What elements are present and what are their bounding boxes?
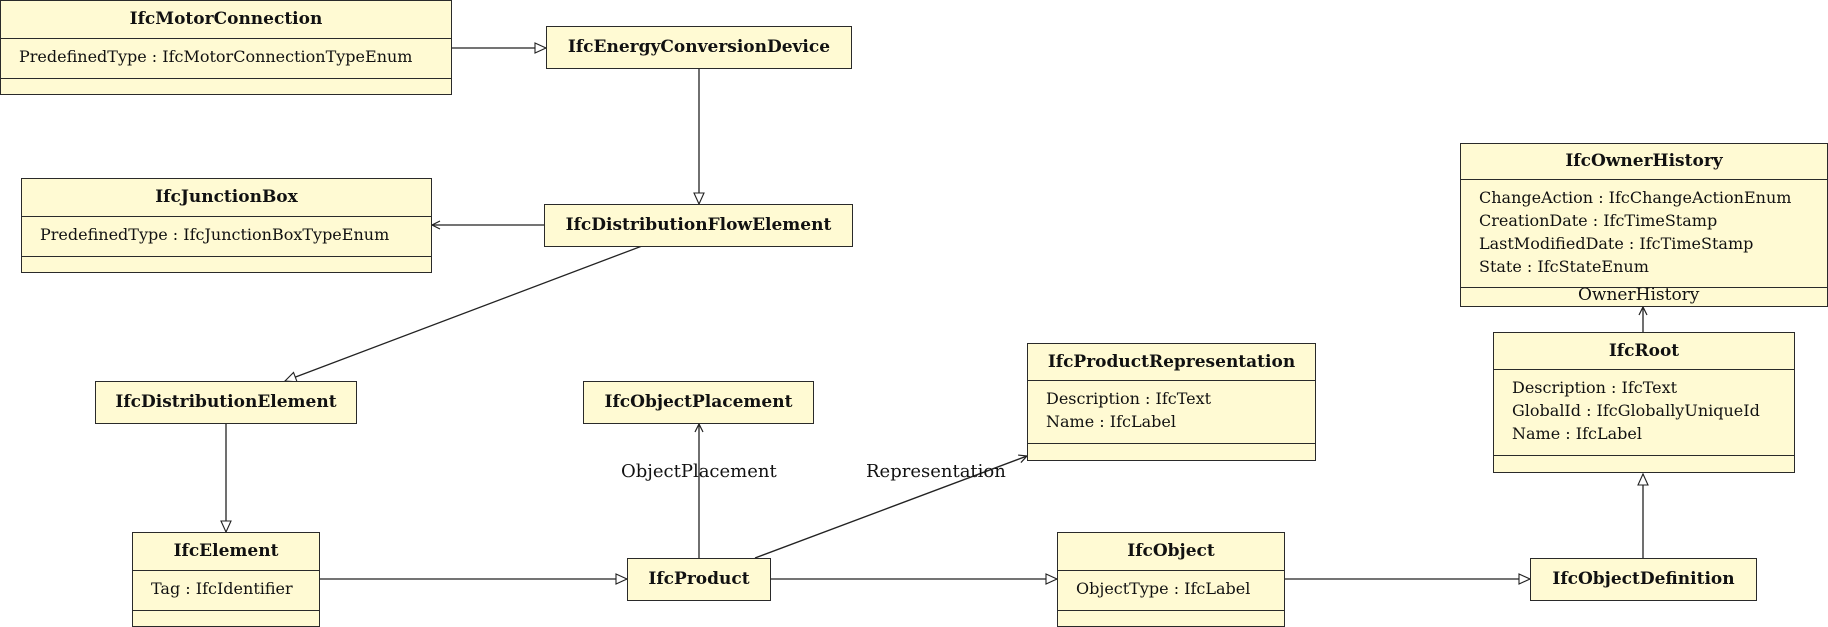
class-name: IfcDistributionElement bbox=[115, 392, 337, 412]
class-ifc-junction-box[interactable]: IfcJunctionBox PredefinedType : IfcJunct… bbox=[21, 178, 432, 273]
attribute: Name : IfcLabel bbox=[1046, 412, 1176, 431]
attribute: CreationDate : IfcTimeStamp bbox=[1479, 211, 1718, 230]
class-name: IfcJunctionBox bbox=[155, 187, 298, 207]
attribute: PredefinedType : IfcJunctionBoxTypeEnum bbox=[40, 225, 390, 244]
edge-product-to-productrepresentation bbox=[754, 454, 1029, 559]
attribute-list: ChangeAction : IfcChangeActionEnum Creat… bbox=[1461, 179, 1827, 287]
class-ifc-owner-history[interactable]: IfcOwnerHistory ChangeAction : IfcChange… bbox=[1460, 143, 1828, 307]
class-name: IfcEnergyConversionDevice bbox=[567, 37, 831, 57]
edge-distributionflowelement-to-distributionelement bbox=[283, 245, 643, 383]
class-ifc-object-placement[interactable]: IfcObjectPlacement bbox=[583, 381, 814, 424]
class-ifc-product-representation[interactable]: IfcProductRepresentation Description : I… bbox=[1027, 343, 1316, 461]
attribute: Tag : IfcIdentifier bbox=[151, 579, 293, 598]
class-name: IfcObject bbox=[1127, 541, 1215, 561]
attribute: ObjectType : IfcLabel bbox=[1076, 579, 1251, 598]
class-ifc-energy-conversion-device[interactable]: IfcEnergyConversionDevice bbox=[546, 26, 852, 69]
attribute-list: PredefinedType : IfcJunctionBoxTypeEnum bbox=[22, 216, 431, 256]
class-name: IfcProductRepresentation bbox=[1047, 352, 1296, 372]
class-name: IfcOwnerHistory bbox=[1565, 151, 1723, 171]
attribute-list: Description : IfcText Name : IfcLabel bbox=[1028, 380, 1315, 443]
attribute: GlobalId : IfcGloballyUniqueId bbox=[1512, 401, 1760, 420]
attribute: LastModifiedDate : IfcTimeStamp bbox=[1479, 234, 1754, 253]
operation-compartment bbox=[133, 610, 319, 627]
attribute: Name : IfcLabel bbox=[1512, 424, 1642, 443]
class-name: IfcMotorConnection bbox=[129, 9, 323, 29]
class-ifc-distribution-flow-element[interactable]: IfcDistributionFlowElement bbox=[544, 204, 853, 247]
class-name: IfcProduct bbox=[648, 569, 750, 589]
class-name: IfcElement bbox=[173, 541, 279, 561]
attribute: ChangeAction : IfcChangeActionEnum bbox=[1479, 188, 1792, 207]
attribute-list: ObjectType : IfcLabel bbox=[1058, 570, 1284, 610]
operation-compartment bbox=[1028, 443, 1315, 460]
class-ifc-object-definition[interactable]: IfcObjectDefinition bbox=[1530, 558, 1757, 601]
class-ifc-motor-connection[interactable]: IfcMotorConnection PredefinedType : IfcM… bbox=[0, 0, 452, 95]
operation-compartment bbox=[1494, 455, 1794, 472]
attribute-list: Description : IfcText GlobalId : IfcGlob… bbox=[1494, 369, 1794, 455]
class-name: IfcDistributionFlowElement bbox=[565, 215, 832, 235]
role-label-representation: Representation bbox=[866, 461, 1006, 482]
role-label-object-placement: ObjectPlacement bbox=[621, 461, 777, 482]
class-name: IfcObjectDefinition bbox=[1552, 569, 1735, 589]
operation-compartment bbox=[22, 256, 431, 273]
operation-compartment bbox=[1058, 610, 1284, 627]
class-ifc-root[interactable]: IfcRoot Description : IfcText GlobalId :… bbox=[1493, 332, 1795, 473]
role-label-owner-history: OwnerHistory bbox=[1578, 285, 1700, 305]
class-ifc-product[interactable]: IfcProduct bbox=[627, 558, 771, 601]
operation-compartment bbox=[1, 78, 451, 95]
class-name: IfcRoot bbox=[1608, 341, 1680, 361]
attribute: Description : IfcText bbox=[1512, 378, 1678, 397]
operation-compartment bbox=[1461, 287, 1827, 305]
attribute-list: Tag : IfcIdentifier bbox=[133, 570, 319, 610]
class-ifc-object[interactable]: IfcObject ObjectType : IfcLabel bbox=[1057, 532, 1285, 627]
attribute: PredefinedType : IfcMotorConnectionTypeE… bbox=[19, 47, 413, 66]
attribute: State : IfcStateEnum bbox=[1479, 257, 1649, 276]
attribute-list: PredefinedType : IfcMotorConnectionTypeE… bbox=[1, 38, 451, 78]
class-ifc-element[interactable]: IfcElement Tag : IfcIdentifier bbox=[132, 532, 320, 627]
class-name: IfcObjectPlacement bbox=[604, 392, 793, 412]
class-ifc-distribution-element[interactable]: IfcDistributionElement bbox=[95, 381, 357, 424]
attribute: Description : IfcText bbox=[1046, 389, 1212, 408]
